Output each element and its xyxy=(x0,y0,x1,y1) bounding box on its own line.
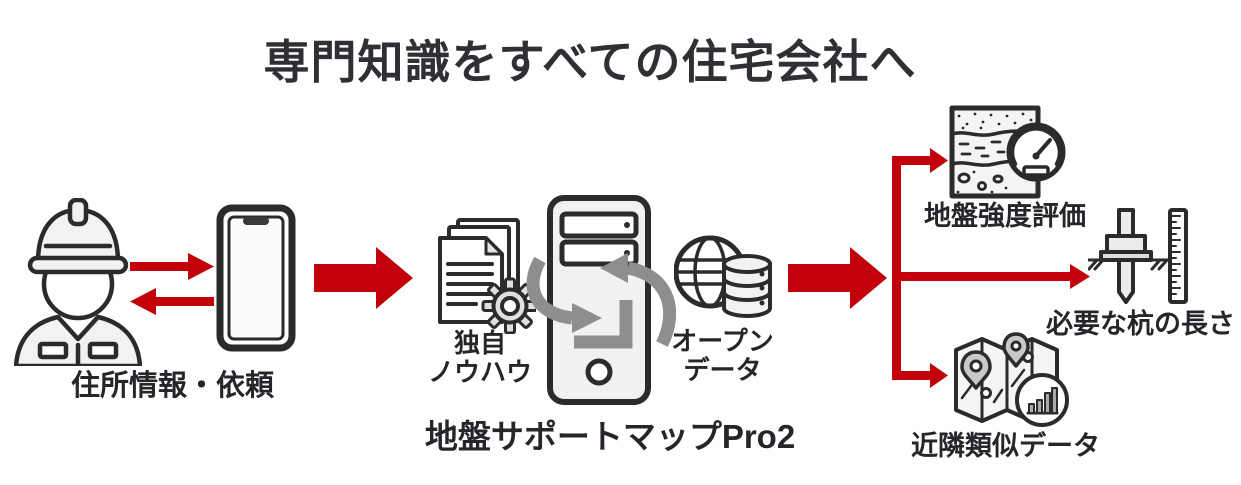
drive-bay-2 xyxy=(559,239,639,267)
page-fold-corner xyxy=(484,236,504,256)
soil-dashes xyxy=(958,140,1006,158)
open-data-line2: データ xyxy=(683,355,762,386)
arrow-left-icon xyxy=(130,288,214,315)
know-how-line2: ノウハウ xyxy=(427,357,532,388)
ground-hatching xyxy=(1088,258,1170,271)
open-data-line1: オープン xyxy=(671,326,774,356)
output-label-soil-strength: 地盤強度評価 xyxy=(924,201,1086,231)
output-label-similar-data: 近隣類似データ xyxy=(911,431,1100,461)
input-label: 住所情報・依頼 xyxy=(70,370,274,402)
server-tower-icon xyxy=(547,195,651,405)
flow-arrow-icon xyxy=(314,247,413,309)
map-pins-chart-icon xyxy=(954,332,1069,427)
output-label-pile-length: 必要な杭の長さ xyxy=(1046,309,1235,339)
pile-icon xyxy=(1088,208,1170,304)
product-name-label: 地盤サポートマップPro2 xyxy=(424,418,796,455)
helmet-ridge xyxy=(67,198,89,227)
globe-database-icon xyxy=(674,235,772,318)
soil-pebbles xyxy=(956,170,1008,194)
smartphone-icon xyxy=(216,204,296,352)
bar-chart-icon xyxy=(1015,373,1069,427)
worker-pocket-right xyxy=(87,341,119,360)
phone-notch xyxy=(243,217,269,225)
helmet-brim xyxy=(27,255,129,275)
gear-icon xyxy=(481,277,536,334)
drive-bay-1 xyxy=(559,211,639,239)
request-response-arrows-icon xyxy=(130,253,214,315)
sync-arrows-icon xyxy=(526,253,676,349)
flow-arrow-icon xyxy=(788,247,887,309)
gauge-icon xyxy=(1006,122,1066,182)
page-title: 専門知識をすべての住宅会社へ xyxy=(263,36,917,88)
know-how-line1: 独自 xyxy=(453,328,506,358)
soil-strength-gauge-icon xyxy=(949,105,1066,199)
ruler-icon xyxy=(1168,208,1188,304)
construction-worker-icon xyxy=(14,198,142,366)
open-data-label: オープン データ xyxy=(650,326,795,386)
document-text-lines xyxy=(446,262,494,306)
know-how-label: 独自 ノウハウ xyxy=(405,328,555,388)
branch-connector-icon xyxy=(892,148,1090,388)
map-pin-icon xyxy=(1002,332,1030,368)
documents-gear-icon xyxy=(438,218,536,334)
arrow-right-icon xyxy=(130,253,214,280)
power-button xyxy=(585,358,613,386)
soil-dots xyxy=(957,112,1033,130)
worker-pocket-left xyxy=(37,341,69,360)
map-pin-icon xyxy=(960,350,992,390)
database-icon xyxy=(722,254,772,318)
pile-ruler-icon xyxy=(1088,208,1188,304)
